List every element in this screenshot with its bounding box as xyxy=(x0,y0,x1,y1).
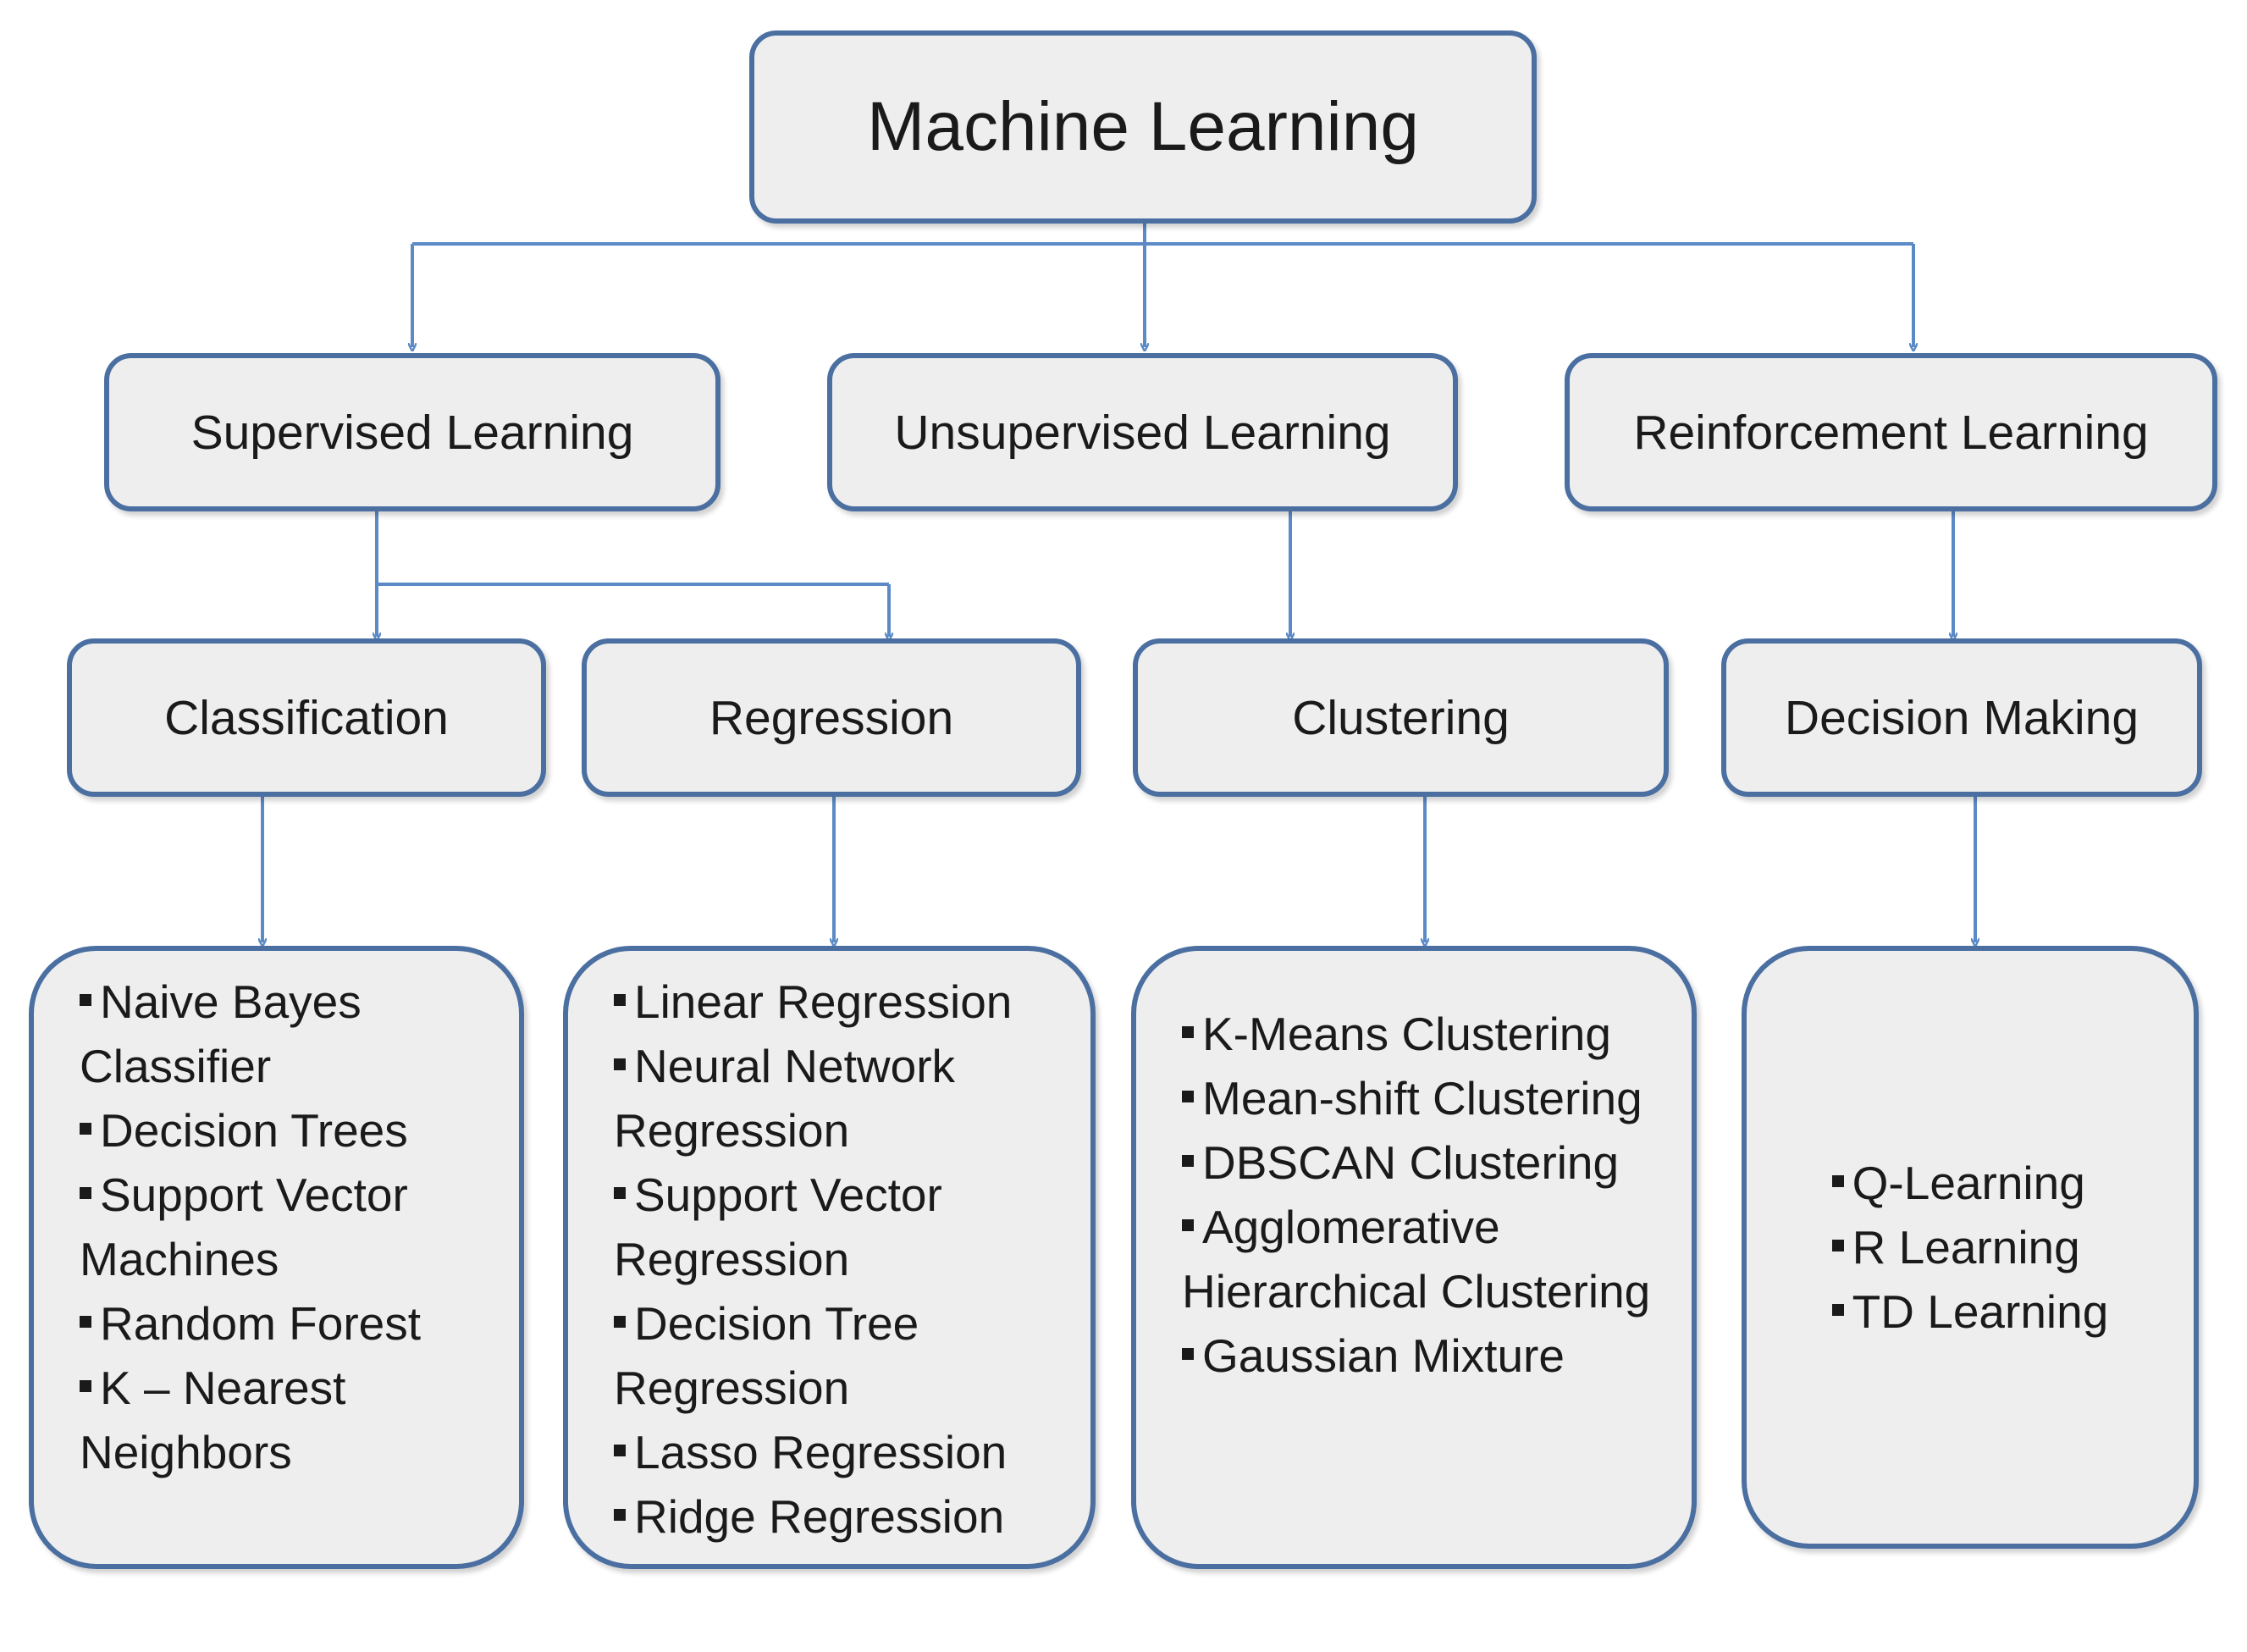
root-node-label: Machine Learning xyxy=(867,88,1419,165)
category-node-supervised: Supervised Learning xyxy=(104,353,720,511)
category-node-label: Unsupervised Learning xyxy=(894,405,1391,460)
list-item: Q-Learning xyxy=(1832,1151,2109,1215)
list-item: Random Forest xyxy=(80,1291,485,1356)
list-item: R Learning xyxy=(1832,1215,2109,1279)
list-item: Mean-shift Clustering xyxy=(1182,1066,1658,1130)
category-node-reinforcement: Reinforcement Learning xyxy=(1565,353,2217,511)
list-item: Agglomerative Hierarchical Clustering xyxy=(1182,1195,1658,1323)
task-node-regression: Regression xyxy=(582,638,1081,797)
task-node-label: Clustering xyxy=(1292,690,1510,745)
root-node-machine-learning: Machine Learning xyxy=(749,30,1537,224)
task-node-label: Regression xyxy=(709,690,954,745)
list-item: Neural Network Regression xyxy=(614,1034,1057,1163)
list-item: Support Vector Regression xyxy=(614,1163,1057,1291)
list-item: K-Means Clustering xyxy=(1182,1002,1658,1066)
task-node-classification: Classification xyxy=(67,638,546,797)
algorithm-list-classification: Naive Bayes Classifier Decision Trees Su… xyxy=(29,946,524,1569)
list-item: Decision Tree Regression xyxy=(614,1291,1057,1420)
task-node-label: Decision Making xyxy=(1784,690,2139,745)
list-item: Linear Regression xyxy=(614,970,1057,1034)
task-node-decision-making: Decision Making xyxy=(1721,638,2202,797)
task-node-clustering: Clustering xyxy=(1133,638,1669,797)
list-item: DBSCAN Clustering xyxy=(1182,1130,1658,1195)
list-item: Ridge Regression xyxy=(614,1484,1057,1549)
algorithm-list-clustering: K-Means Clustering Mean-shift Clustering… xyxy=(1131,946,1697,1569)
list-item: K – Nearest Neighbors xyxy=(80,1356,485,1484)
category-node-label: Supervised Learning xyxy=(190,405,634,460)
category-node-unsupervised: Unsupervised Learning xyxy=(827,353,1458,511)
algorithm-list-decision-making: Q-Learning R Learning TD Learning xyxy=(1742,946,2199,1549)
task-node-label: Classification xyxy=(164,690,449,745)
list-item: TD Learning xyxy=(1832,1279,2109,1344)
list-item: Support Vector Machines xyxy=(80,1163,485,1291)
algorithm-list-regression: Linear Regression Neural Network Regress… xyxy=(563,946,1096,1569)
list-item: Decision Trees xyxy=(80,1098,485,1163)
category-node-label: Reinforcement Learning xyxy=(1633,405,2149,460)
list-item: Lasso Regression xyxy=(614,1420,1057,1484)
list-item: Gaussian Mixture xyxy=(1182,1323,1658,1388)
list-item: Naive Bayes Classifier xyxy=(80,970,485,1098)
